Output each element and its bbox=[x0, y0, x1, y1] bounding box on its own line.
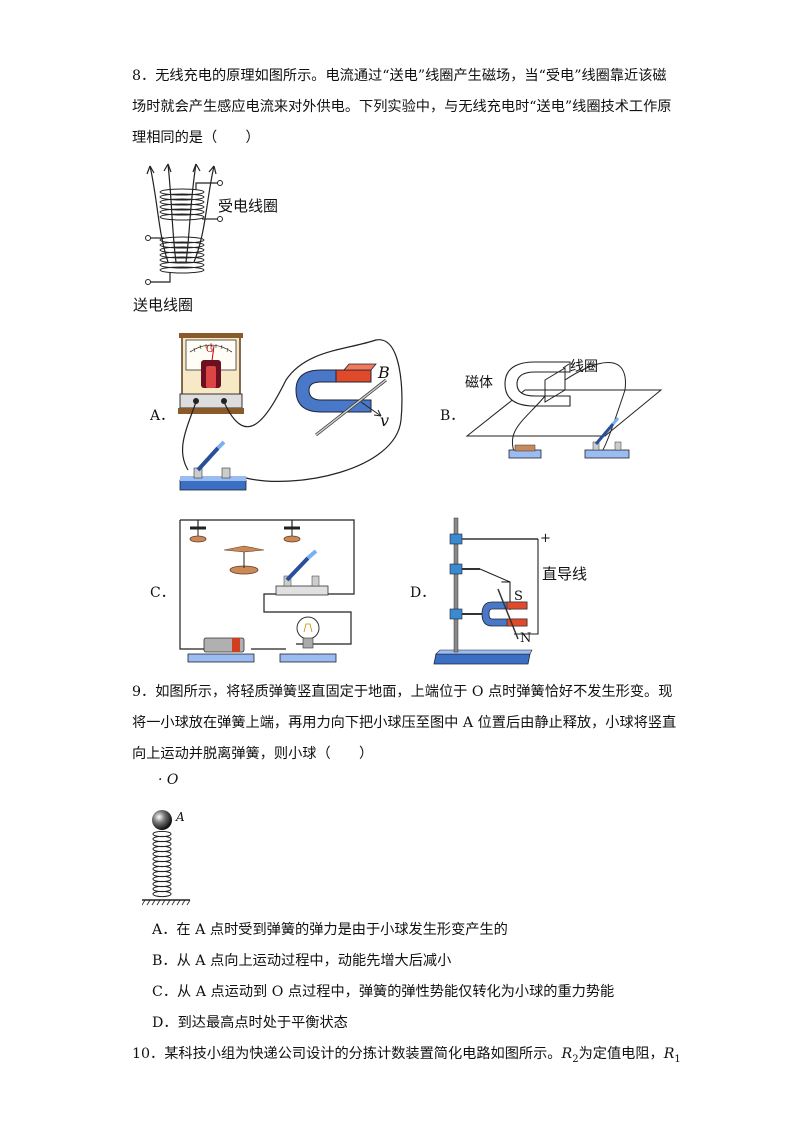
q9-line-3: 向上运动并脱离弹簧，则小球（ ） bbox=[132, 746, 374, 762]
send-coil-label: 送电线圈 bbox=[133, 296, 194, 314]
q9-line-2: 将一小球放在弹簧上端，再用力向下把小球压至图中 A 位置后由静止释放，小球将竖直 bbox=[132, 715, 677, 731]
r1-symbol: R bbox=[663, 1046, 675, 1062]
q9-option-b: B．从 A 点向上运动过程中，动能先增大后减小 bbox=[152, 953, 452, 969]
option-a-letter: A． bbox=[150, 408, 175, 424]
r1-subscript: 1 bbox=[674, 1053, 681, 1065]
galvanometer-g-label: G bbox=[206, 345, 214, 355]
velocity-v-label: v bbox=[380, 411, 390, 430]
option-d-figure bbox=[433, 517, 539, 665]
south-pole-label: S bbox=[514, 589, 523, 604]
option-a-figure bbox=[178, 333, 403, 491]
spring-figure bbox=[142, 810, 191, 906]
point-o-label: · O bbox=[158, 772, 179, 788]
magnet-label: 磁体 bbox=[465, 375, 493, 391]
wireless-charging-figure bbox=[145, 163, 223, 285]
q9-option-c: C．从 A 点运动到 O 点过程中，弹簧的弹性势能仅转化为小球的重力势能 bbox=[152, 984, 615, 1000]
q9-option-d: D．到达最高点时处于平衡状态 bbox=[152, 1015, 348, 1031]
field-b-label: B bbox=[378, 363, 390, 382]
q8-line-2: 场时就会产生感应电流来对外供电。下列实验中，与无线充电时“送电”线圈技术工作原 bbox=[132, 99, 672, 115]
straight-wire-label: 直导线 bbox=[542, 565, 588, 583]
point-a-label: A bbox=[176, 810, 185, 824]
q10-text-prefix: 10．某科技小组为快递公司设计的分拣计数装置简化电路如图所示。 bbox=[132, 1046, 562, 1062]
option-b-letter: B． bbox=[440, 408, 465, 424]
q9-line-1: 9．如图所示，将轻质弹簧竖直固定于地面，上端位于 O 点时弹簧恰好不发生形变。现 bbox=[132, 684, 673, 700]
r2-symbol: R bbox=[561, 1046, 573, 1062]
option-b-figure bbox=[465, 361, 663, 459]
plus-label: + bbox=[540, 531, 551, 546]
q8-line-3: 理相同的是（ ） bbox=[132, 130, 260, 146]
r2-subscript: 2 bbox=[572, 1053, 579, 1065]
option-c-letter: C． bbox=[150, 585, 175, 601]
north-pole-label: N bbox=[520, 631, 532, 646]
q10-text-mid: 为定值电阻， bbox=[578, 1046, 664, 1062]
q8-line-1: 8．无线充电的原理如图所示。电流通过“送电”线圈产生磁场，当“受电”线圈靠近该磁 bbox=[132, 68, 667, 84]
q9-option-a: A．在 A 点时受到弹簧的弹力是由于小球发生形变产生的 bbox=[152, 922, 508, 938]
coil-label: 线圈 bbox=[570, 359, 598, 375]
option-c-figure bbox=[179, 519, 355, 663]
receive-coil-label: 受电线圈 bbox=[218, 197, 279, 215]
option-d-letter: D． bbox=[410, 585, 436, 601]
minus-label: − bbox=[500, 575, 511, 590]
q10-line-1: 10．某科技小组为快递公司设计的分拣计数装置简化电路如图所示。R2为定值电阻，R… bbox=[132, 1044, 681, 1070]
